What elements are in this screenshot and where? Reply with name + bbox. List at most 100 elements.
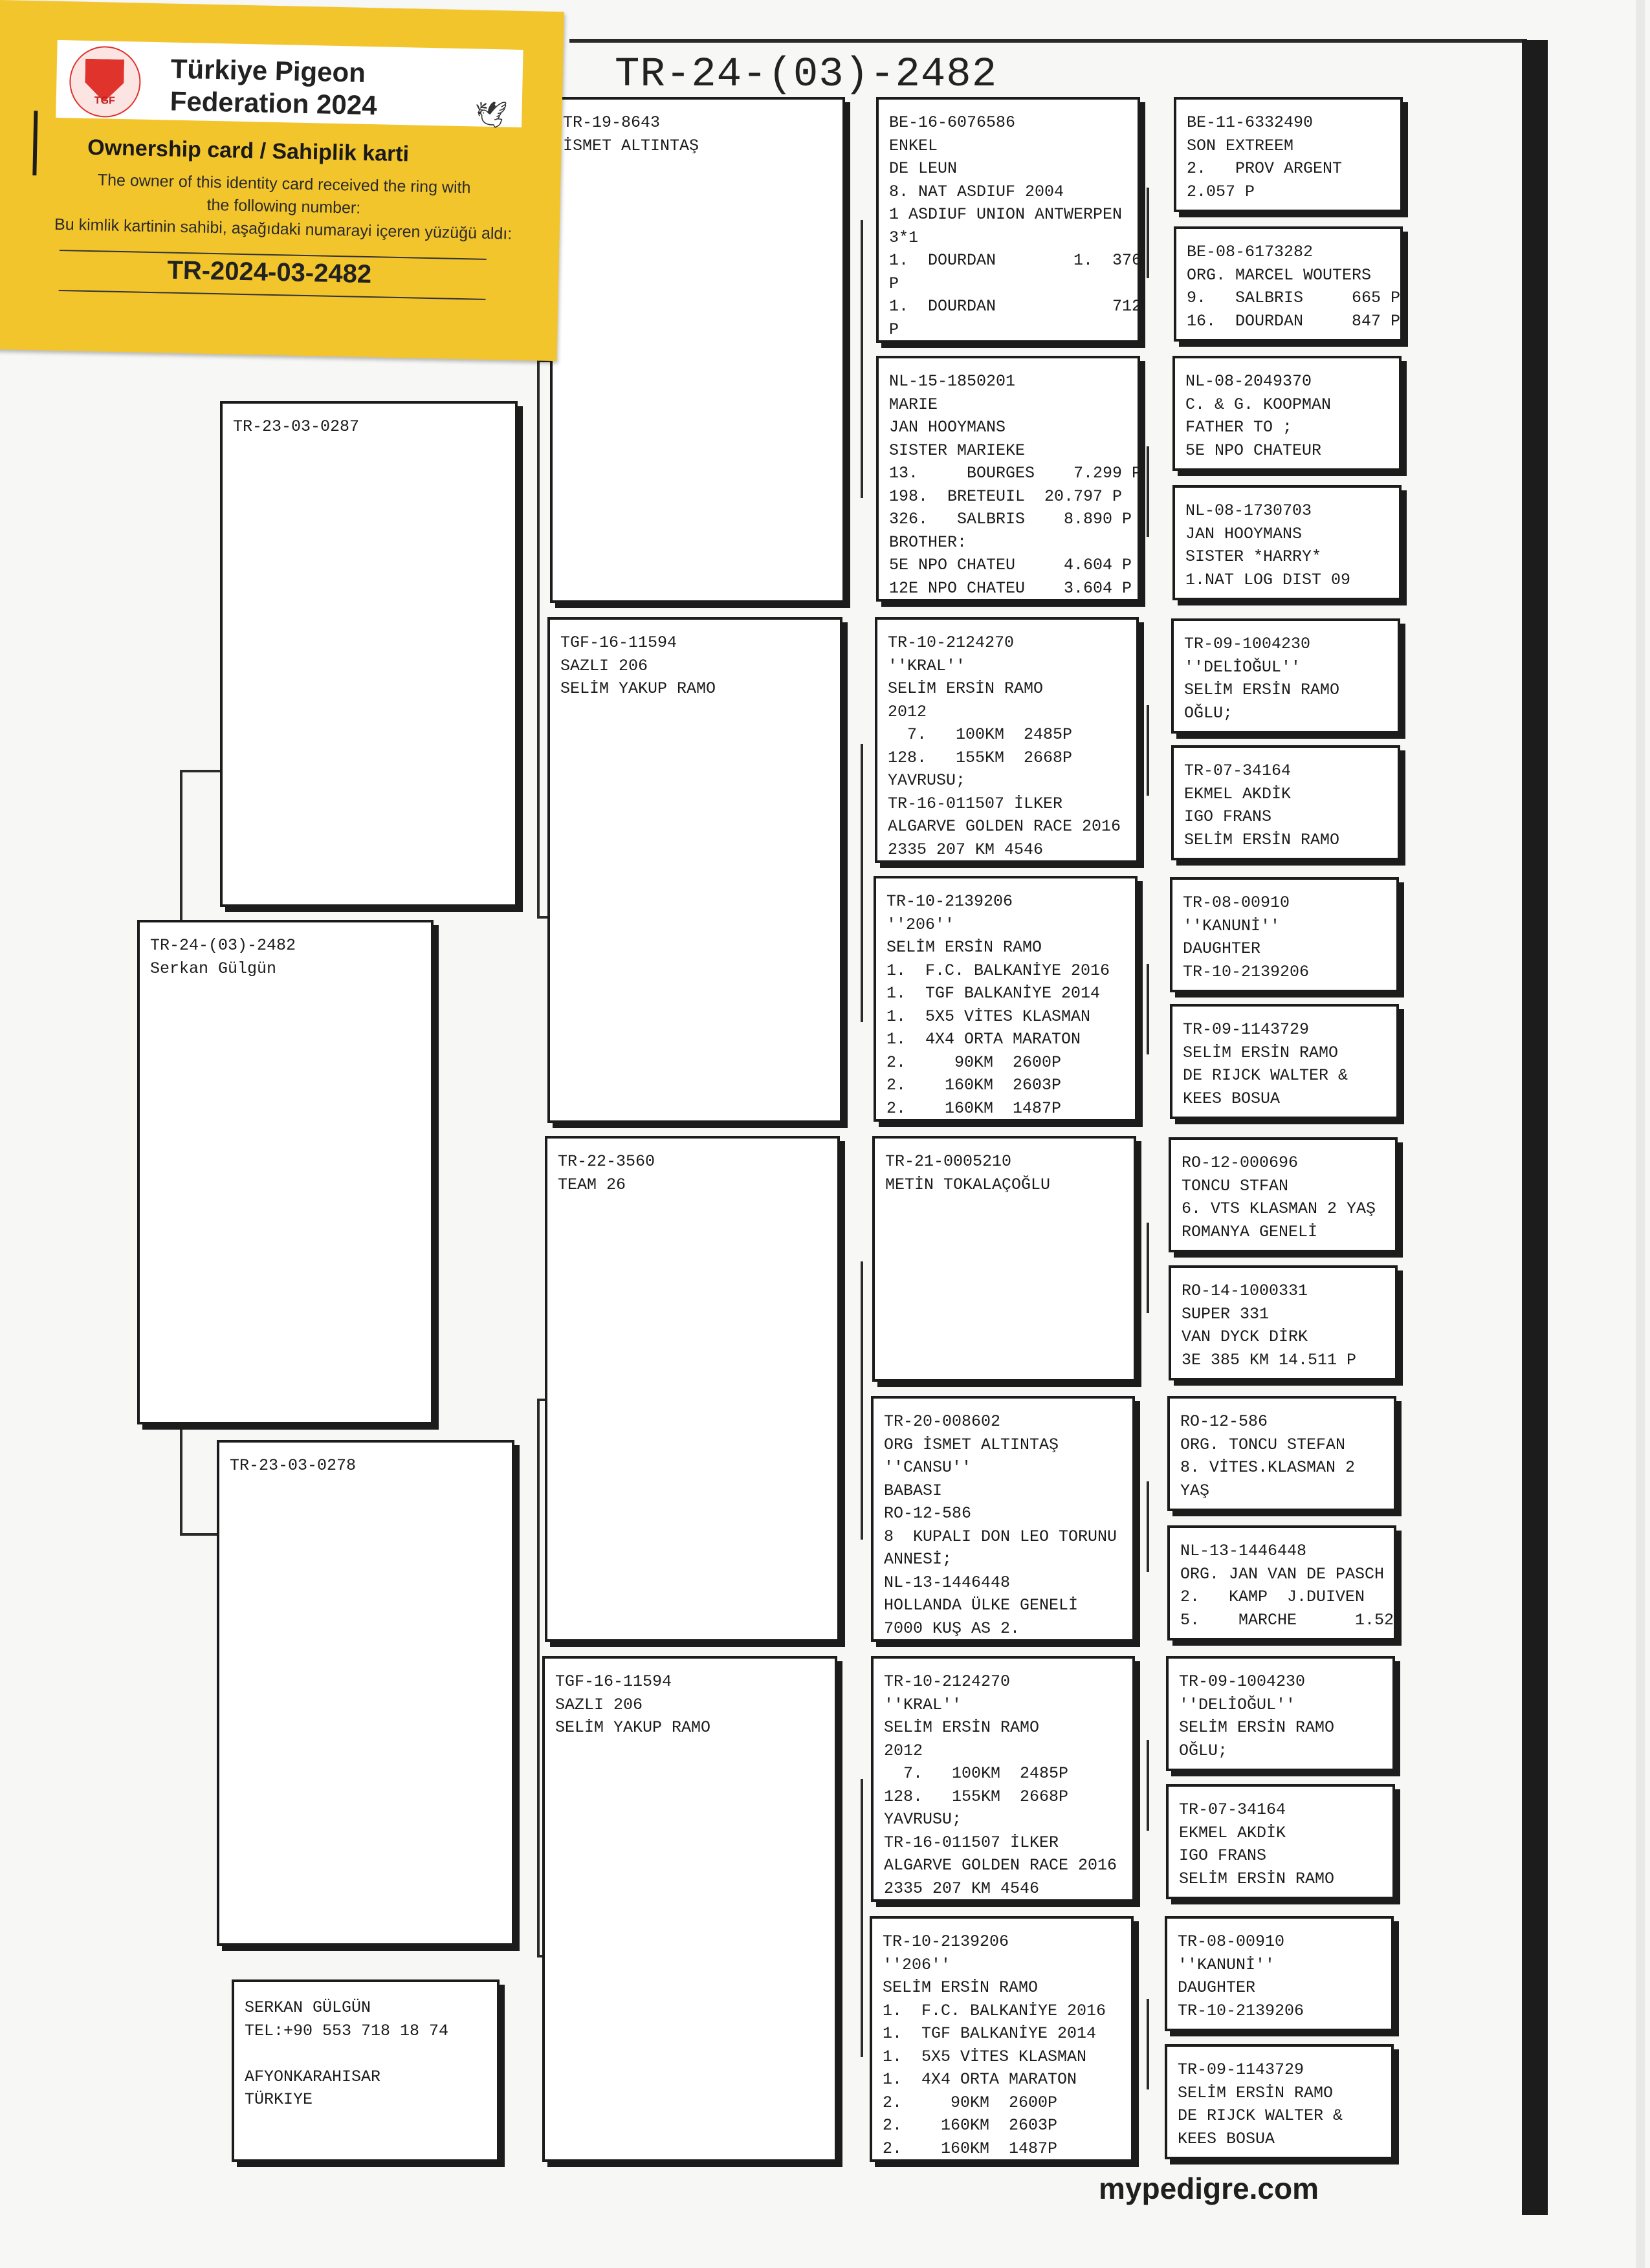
card-line: 1.NAT LOG DIST 09 <box>1185 570 1351 589</box>
card-line: RO-14-1000331 <box>1182 1281 1308 1300</box>
card-line: 1 ASDIUF UNION ANTWERPEN <box>889 205 1123 224</box>
card-line: JAN HOOYMANS <box>889 418 1006 437</box>
card-line: RO-12-586 <box>884 1504 972 1523</box>
card-line: KEES BOSUA <box>1178 2129 1275 2148</box>
card-line: TR-09-1143729 <box>1178 2060 1304 2079</box>
card-line: ENKEL <box>889 136 938 155</box>
connector <box>537 360 550 362</box>
card-line: TR-10-2139206 <box>1183 962 1310 981</box>
card-line: DE RIJCK WALTER & <box>1178 2106 1343 2125</box>
connector <box>1147 964 1149 1054</box>
card-rule <box>58 289 486 300</box>
card-line: DE RIJCK WALTER & <box>1183 1066 1348 1085</box>
card-line: ''206'' <box>883 1955 951 1974</box>
card-line: ''CANSU'' <box>884 1458 972 1477</box>
card-line: 1. 4X4 ORTA MARATON <box>886 1030 1081 1049</box>
page-edge <box>1636 0 1645 2268</box>
card-line: 3*1 <box>889 228 919 247</box>
card-subtitle: Ownership card / Sahiplik karti <box>87 135 410 167</box>
dam-card: TR-23-03-0278 <box>217 1440 514 1946</box>
connector <box>537 1399 540 1955</box>
card-line: 1. F.C. BALKANİYE 2016 <box>883 2001 1106 2020</box>
card-line: TONCU STFAN <box>1182 1176 1289 1195</box>
card-line: NL-15-1850201 <box>889 372 1016 391</box>
card-line: 2335 207 KM 4546 <box>888 840 1044 859</box>
card-line: BROTHER: <box>889 532 967 552</box>
card-line: TR-10-2139206 <box>886 892 1013 911</box>
card-line: SELİM ERSİN RAMO <box>884 1718 1040 1737</box>
card-line: TR-09-1004230 <box>1184 635 1311 653</box>
card-line: SELİM ERSİN RAMO <box>888 679 1044 698</box>
card-line: 16. DOURDAN 847 P <box>1187 311 1401 331</box>
card-line: RO-12-000696 <box>1182 1153 1299 1172</box>
card-line <box>245 2042 488 2066</box>
card-line: TEL:+90 553 718 18 74 <box>245 2021 449 2040</box>
card-line: 6. VTS KLASMAN 2 YAŞ <box>1182 1199 1376 1218</box>
connector <box>1147 446 1149 537</box>
card-line: SELİM YAKUP RAMO <box>560 679 716 698</box>
federation-line-2: Federation 2024 <box>170 85 378 121</box>
card-line: ''KRAL'' <box>888 656 966 675</box>
pigeon-icon: 🕊 <box>474 100 508 130</box>
card-line: 1. 5X5 VİTES KLASMAN <box>883 2047 1087 2066</box>
card-line: 2. 160KM 1487P <box>883 2139 1058 2158</box>
connector <box>861 1779 863 2057</box>
card-line: 8 KUPALI DON LEO TORUNU <box>884 1527 1117 1546</box>
card-line: TR-24-(03)-2482 <box>150 936 296 955</box>
card-line: OĞLU; <box>1179 1741 1228 1760</box>
card-line: TR-07-34164 <box>1179 1800 1286 1819</box>
card-edge-mark <box>32 111 38 176</box>
connector <box>1147 1740 1149 1831</box>
card-line: ''DELİOĞUL'' <box>1184 657 1301 677</box>
card-line: SELİM ERSİN RAMO <box>1183 1043 1339 1062</box>
card-line: OĞLU; <box>1184 703 1233 723</box>
card-line: DAUGHTER <box>1183 939 1261 958</box>
card-line: 198. BRETEUIL 20.797 P <box>889 486 1123 506</box>
card-line: 128. 155KM 2668P <box>884 1787 1069 1806</box>
card-line: ''DELİOĞUL'' <box>1179 1695 1296 1714</box>
card-line: NL-13-1446448 <box>1180 1542 1307 1560</box>
card-line: ''KRAL'' <box>884 1695 962 1714</box>
card-line: 8. NAT ASDIUF 2004 <box>889 182 1064 201</box>
connector <box>1147 1223 1149 1313</box>
card-line: 7000 KUŞ AS 2. <box>884 1619 1020 1638</box>
card-line: 1. DOURDAN 712 <box>889 297 1140 316</box>
card-line: YAVRUSU; <box>884 1810 962 1829</box>
card-line: HOLLANDA ÜLKE GENELİ <box>884 1596 1079 1615</box>
card-line: TR-08-00910 <box>1178 1932 1285 1951</box>
card-line: 128. 155KM 2668P <box>888 748 1073 767</box>
card-line: ORG. JAN VAN DE PASCH <box>1180 1564 1385 1584</box>
card-line: 7. 100KM 2485P <box>888 725 1073 744</box>
card-line: BABASI <box>884 1481 943 1500</box>
card-line: TR-21-0005210 <box>885 1152 1012 1171</box>
card-line: SELİM ERSİN RAMO <box>1184 830 1340 849</box>
card-line: C. & G. KOOPMAN <box>1185 395 1332 414</box>
card-line: METİN TOKALAÇOĞLU <box>885 1175 1051 1194</box>
card-line: TR-10-2139206 <box>883 1932 1009 1951</box>
card-line: EKMEL AKDİK <box>1179 1823 1286 1842</box>
card-line: SAZLI 206 <box>560 656 648 675</box>
card-line: RO-12-586 <box>1180 1412 1268 1431</box>
card-line: TR-09-1004230 <box>1179 1672 1306 1691</box>
card-line: 2. PROV ARGENT <box>1187 159 1343 178</box>
card-line: VAN DYCK DİRK <box>1182 1327 1308 1346</box>
card-line: IGO FRANS <box>1179 1846 1267 1865</box>
card-line: P <box>889 274 899 293</box>
federation-logo-icon: TGF <box>69 45 142 118</box>
connector <box>537 916 550 919</box>
